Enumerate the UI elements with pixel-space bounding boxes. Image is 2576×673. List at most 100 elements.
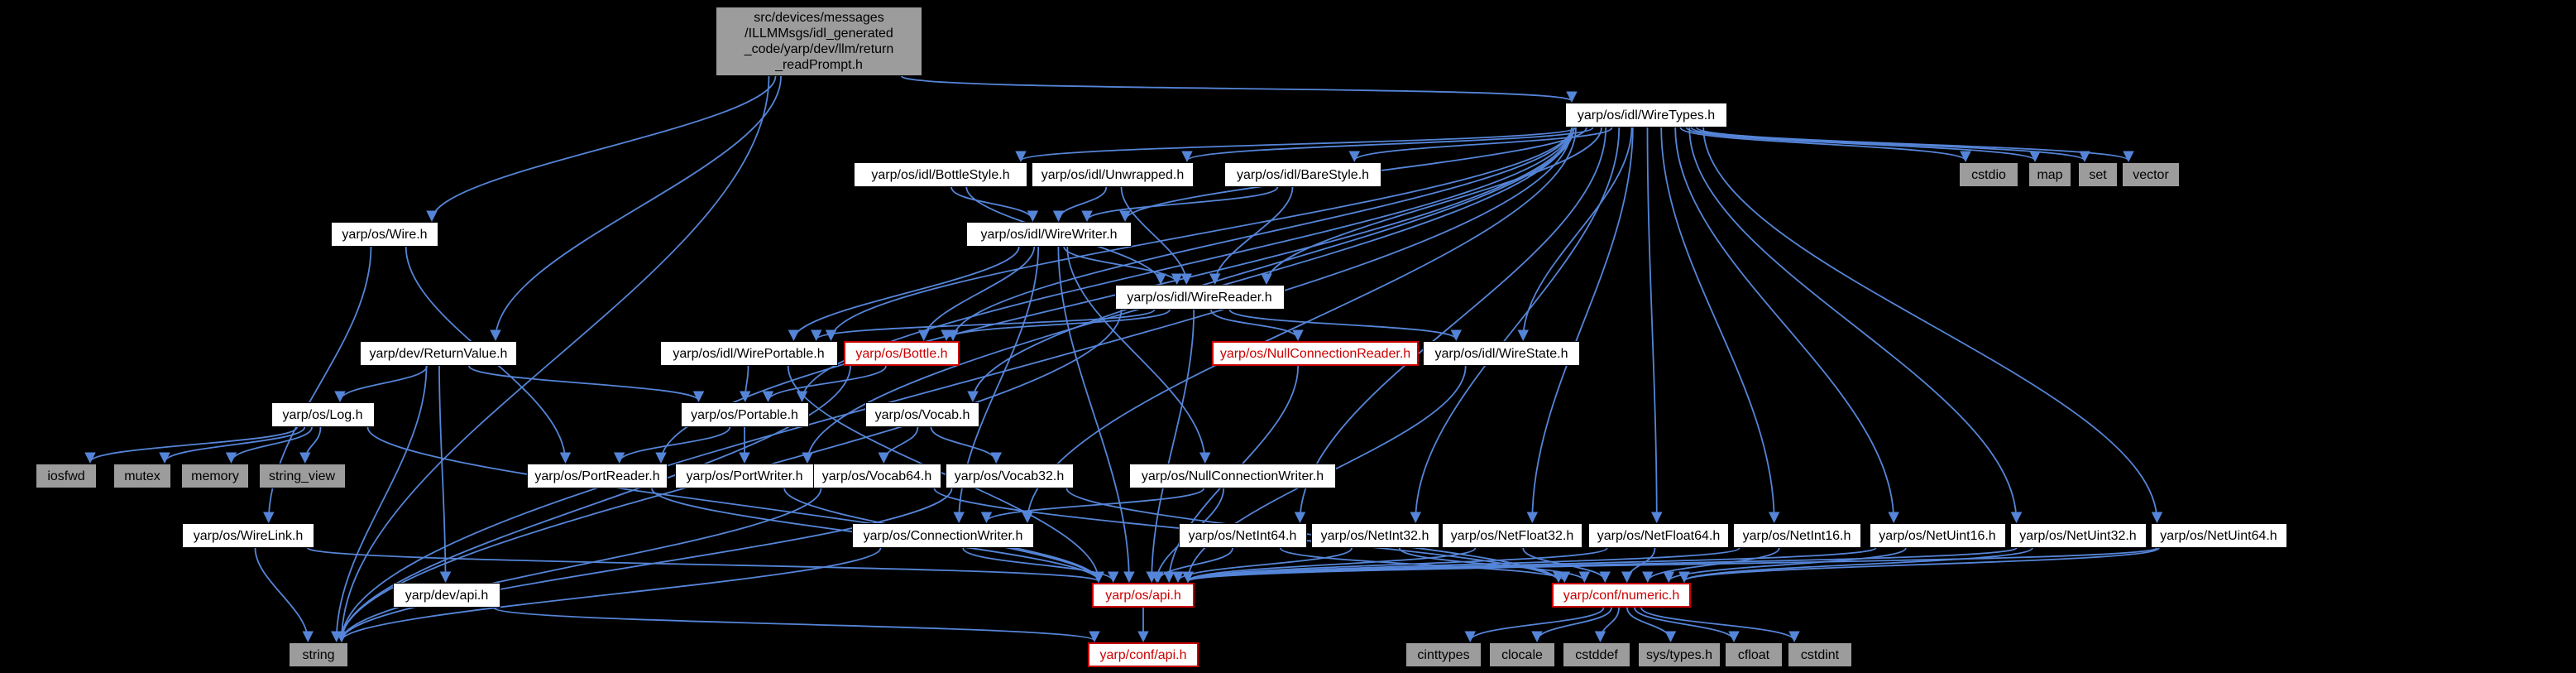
graph-node-netint16[interactable]: yarp/os/NetInt16.h bbox=[1732, 523, 1861, 548]
graph-node-wirestate[interactable]: yarp/os/idl/WireState.h bbox=[1423, 341, 1580, 366]
graph-node-os_api[interactable]: yarp/os/api.h bbox=[1092, 583, 1195, 608]
include-edge-wiretypes-to-netint64 bbox=[1294, 127, 1607, 524]
graph-node-bottlestyle[interactable]: yarp/os/idl/BottleStyle.h bbox=[854, 162, 1027, 187]
graph-node-nullconnwriter[interactable]: yarp/os/NullConnectionWriter.h bbox=[1129, 464, 1336, 488]
include-edge-vocab-to-vocab32 bbox=[930, 426, 1002, 464]
graph-node-netuint32[interactable]: yarp/os/NetUint32.h bbox=[2009, 523, 2147, 548]
graph-node-cstdint[interactable]: cstdint bbox=[1788, 642, 1852, 667]
include-edge-log-to-os_api bbox=[366, 426, 1104, 584]
include-edge-wirereader-to-nullconnreader bbox=[1210, 309, 1304, 342]
include-edge-wirereader-to-wireportable bbox=[811, 309, 1156, 342]
graph-node-cfloat[interactable]: cfloat bbox=[1725, 642, 1783, 667]
include-edge-wireportable-to-os_api bbox=[787, 365, 1104, 584]
graph-node-clocale[interactable]: clocale bbox=[1489, 642, 1555, 667]
graph-node-unwrapped[interactable]: yarp/os/idl/Unwrapped.h bbox=[1032, 162, 1194, 187]
graph-node-barestyle[interactable]: yarp/os/idl/BareStyle.h bbox=[1224, 162, 1381, 187]
graph-node-string[interactable]: string bbox=[289, 642, 348, 667]
include-edge-wireportable-to-portable bbox=[740, 365, 751, 403]
include-edge-root-to-returnvalue bbox=[490, 75, 782, 342]
graph-node-returnvalue[interactable]: yarp/dev/ReturnValue.h bbox=[360, 341, 517, 366]
graph-node-wiretypes[interactable]: yarp/os/idl/WireTypes.h bbox=[1565, 103, 1727, 127]
graph-node-cstddef[interactable]: cstddef bbox=[1563, 642, 1630, 667]
graph-node-vector[interactable]: vector bbox=[2122, 162, 2180, 187]
include-edge-wiretypes-to-netfloat32 bbox=[1526, 127, 1634, 524]
include-edge-wiretypes-to-map bbox=[1685, 127, 2041, 163]
include-edge-numeric-to-sys_types bbox=[1626, 607, 1677, 643]
include-edge-returnvalue-to-portable bbox=[468, 365, 705, 403]
include-edge-dev_api-to-conf_api bbox=[493, 607, 1100, 643]
graph-node-map[interactable]: map bbox=[2028, 162, 2071, 187]
include-edge-wiretypes-to-set bbox=[1690, 127, 2090, 163]
graph-node-netint32[interactable]: yarp/os/NetInt32.h bbox=[1310, 523, 1439, 548]
include-edge-wirewriter-to-nullconnwriter bbox=[1066, 246, 1211, 464]
graph-node-wirereader[interactable]: yarp/os/idl/WireReader.h bbox=[1114, 285, 1285, 310]
graph-node-bottle[interactable]: yarp/os/Bottle.h bbox=[844, 341, 960, 366]
include-edge-wiretypes-to-netuint64 bbox=[1702, 127, 2163, 524]
graph-node-vocab[interactable]: yarp/os/Vocab.h bbox=[865, 402, 979, 427]
include-edge-wiretypes-to-netuint32 bbox=[1688, 127, 2023, 524]
graph-node-string_view[interactable]: string_view bbox=[258, 464, 346, 488]
include-edge-numeric-to-cstdint bbox=[1640, 607, 1800, 643]
graph-node-vocab64[interactable]: yarp/os/Vocab64.h bbox=[812, 464, 941, 488]
graph-node-wirelink[interactable]: yarp/os/WireLink.h bbox=[182, 523, 314, 548]
include-edge-wiretypes-to-bottlestyle bbox=[1015, 127, 1577, 163]
graph-node-cinttypes[interactable]: cinttypes bbox=[1405, 642, 1482, 667]
graph-node-wirewriter[interactable]: yarp/os/idl/WireWriter.h bbox=[966, 222, 1132, 247]
graph-node-sys_types[interactable]: sys/types.h bbox=[1638, 642, 1721, 667]
graph-node-iosfwd[interactable]: iosfwd bbox=[36, 464, 97, 488]
graph-node-wire[interactable]: yarp/os/Wire.h bbox=[331, 222, 438, 247]
graph-node-log[interactable]: yarp/os/Log.h bbox=[271, 402, 375, 427]
include-edge-vocab64-to-string bbox=[336, 488, 822, 643]
include-edge-returnvalue-to-string bbox=[331, 365, 428, 643]
include-edge-wiretypes-to-unwrapped bbox=[1181, 127, 1594, 163]
include-edge-barestyle-to-wirereader bbox=[1209, 186, 1294, 286]
include-edge-numeric-to-clocale bbox=[1531, 607, 1612, 643]
graph-node-netint64[interactable]: yarp/os/NetInt64.h bbox=[1178, 523, 1307, 548]
graph-node-conf_api[interactable]: yarp/conf/api.h bbox=[1088, 642, 1199, 667]
include-edge-wirereader-to-os_api bbox=[1146, 309, 1195, 584]
include-edge-log-to-mutex bbox=[159, 426, 306, 464]
graph-node-dev_api[interactable]: yarp/dev/api.h bbox=[393, 583, 500, 608]
include-edge-netuint32-to-numeric bbox=[1678, 547, 2033, 584]
include-edge-vocab-to-vocab64 bbox=[878, 426, 919, 464]
graph-node-connwriter[interactable]: yarp/os/ConnectionWriter.h bbox=[852, 523, 1034, 548]
graph-node-set[interactable]: set bbox=[2078, 162, 2118, 187]
include-edge-portable-to-portreader bbox=[614, 426, 731, 464]
graph-node-nullconnreader[interactable]: yarp/os/NullConnectionReader.h bbox=[1212, 341, 1419, 366]
graph-node-portable[interactable]: yarp/os/Portable.h bbox=[680, 402, 809, 427]
graph-node-vocab32[interactable]: yarp/os/Vocab32.h bbox=[945, 464, 1074, 488]
include-edge-root-to-wiretypes bbox=[901, 75, 1578, 103]
graph-node-netuint16[interactable]: yarp/os/NetUint16.h bbox=[1869, 523, 2006, 548]
graph-node-portwriter[interactable]: yarp/os/PortWriter.h bbox=[675, 464, 814, 488]
graph-node-cstdio[interactable]: cstdio bbox=[1959, 162, 2018, 187]
include-edge-unwrapped-to-wirereader bbox=[1120, 186, 1192, 286]
include-edge-bottle-to-string bbox=[336, 365, 851, 643]
graph-node-wireportable[interactable]: yarp/os/idl/WirePortable.h bbox=[659, 341, 838, 366]
include-edge-netfloat32-to-numeric bbox=[1522, 547, 1611, 584]
include-edge-wirewriter-to-os_api bbox=[1057, 246, 1135, 584]
include-edge-bottle-to-portable bbox=[762, 365, 887, 403]
graph-node-memory[interactable]: memory bbox=[181, 464, 249, 488]
include-edge-bottlestyle-to-wirewriter bbox=[950, 186, 1039, 223]
include-edge-netint64-to-os_api bbox=[1152, 547, 1233, 584]
include-edge-wiretypes-to-wireportable bbox=[825, 127, 1573, 342]
include-edge-wiretypes-to-vocab bbox=[967, 127, 1575, 403]
graph-node-root[interactable]: src/devices/messages /ILLMMsgs/idl_gener… bbox=[716, 7, 922, 76]
include-edge-wirewriter-to-wireportable bbox=[788, 246, 1020, 342]
include-edge-vocab32-to-string bbox=[336, 488, 953, 643]
graph-node-netuint64[interactable]: yarp/os/NetUint64.h bbox=[2150, 523, 2287, 548]
graph-node-numeric[interactable]: yarp/conf/numeric.h bbox=[1552, 583, 1691, 608]
include-edge-unwrapped-to-wirewriter bbox=[1052, 186, 1108, 223]
include-edge-nullconnwriter-to-connwriter bbox=[980, 488, 1204, 524]
include-edge-wirelink-to-os_api bbox=[307, 547, 1104, 584]
graph-node-netfloat64[interactable]: yarp/os/NetFloat64.h bbox=[1588, 523, 1729, 548]
graph-node-portreader[interactable]: yarp/os/PortReader.h bbox=[527, 464, 668, 488]
graph-node-mutex[interactable]: mutex bbox=[113, 464, 171, 488]
include-edge-wirewriter-to-wirereader bbox=[1063, 246, 1183, 286]
graph-node-netfloat32[interactable]: yarp/os/NetFloat32.h bbox=[1442, 523, 1582, 548]
include-edge-netfloat64-to-os_api bbox=[1182, 547, 1608, 584]
include-edge-netuint64-to-os_api bbox=[1182, 547, 2158, 584]
include-edge-returnvalue-to-log bbox=[334, 365, 428, 403]
